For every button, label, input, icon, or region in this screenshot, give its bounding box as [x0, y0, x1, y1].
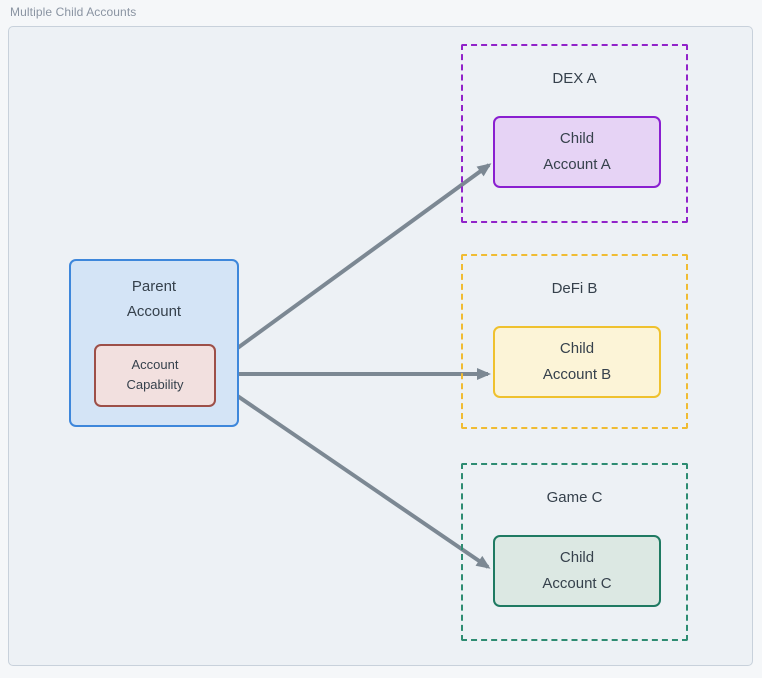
- parent-account-label: Parent Account: [126, 278, 182, 320]
- child-account-c-label: Child Account C: [542, 549, 612, 592]
- account-capability-box: Account Capability: [94, 344, 216, 407]
- account-capability-label: Account Capability: [126, 357, 184, 392]
- group-game-c: Game C Child Account C: [461, 463, 688, 641]
- arrow-capability-to-child-c: [215, 380, 491, 569]
- group-dex-a-label: DEX A: [552, 70, 597, 87]
- arrow-capability-to-child-a: [215, 163, 492, 365]
- child-account-c-box: Child Account C: [493, 535, 661, 607]
- group-defi-b: DeFi B Child Account B: [461, 254, 688, 429]
- parent-account-box: Parent Account Account Capability: [69, 259, 239, 427]
- child-account-a-box: Child Account A: [493, 116, 661, 188]
- child-account-a-label: Child Account A: [543, 130, 611, 173]
- group-dex-a: DEX A Child Account A: [461, 44, 688, 223]
- child-account-b-box: Child Account B: [493, 326, 661, 398]
- child-account-b-label: Child Account B: [542, 340, 612, 383]
- group-game-c-label: Game C: [546, 489, 603, 506]
- diagram-canvas: Parent Account Account Capability DEX A …: [8, 26, 753, 666]
- group-defi-b-label: DeFi B: [551, 280, 598, 297]
- diagram-title: Multiple Child Accounts: [10, 5, 137, 19]
